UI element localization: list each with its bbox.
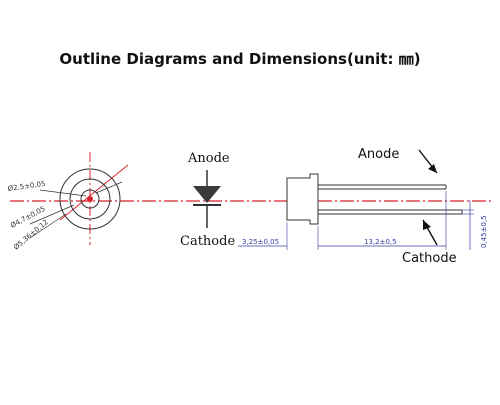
symbol-anode-label: Anode xyxy=(187,151,230,166)
side-anode-label: Anode xyxy=(358,147,399,162)
cathode-arrow-head xyxy=(423,220,431,230)
symbol-cathode-label: Cathode xyxy=(180,234,235,249)
outer-ring xyxy=(59,168,121,230)
dim-label-body-length: 3,25±0,05 xyxy=(242,238,279,246)
inner-ring xyxy=(80,189,100,209)
dim-label-lead-length: 13,2±0,5 xyxy=(364,238,397,246)
side-view: Anode Cathode 3,25±0,05 13,2±0,5 0,45±0,… xyxy=(238,147,488,266)
diagram-title: Outline Diagrams and Dimensions(unit: ㎜) xyxy=(59,50,421,68)
diode-triangle xyxy=(193,186,221,203)
dim-label-lead-spacing: 0,45±0,5 xyxy=(480,215,488,248)
middle-ring xyxy=(69,178,111,220)
center-dot xyxy=(87,196,93,202)
diode-symbol: Anode Cathode xyxy=(180,151,235,249)
leader-line xyxy=(29,204,75,225)
leader-line xyxy=(29,213,67,239)
anode-arrow-head xyxy=(428,164,437,173)
dim-label-inner-diameter: Ø2,5±0,05 xyxy=(7,180,46,193)
leader-line xyxy=(95,181,123,194)
front-view: Ø2,5±0,05 Ø4,7±0,05 Ø5,36±0,12 xyxy=(7,152,129,252)
side-cathode-label: Cathode xyxy=(402,251,457,266)
can-body xyxy=(286,173,319,225)
leader-line xyxy=(39,189,87,197)
front-view-diagonal-axis xyxy=(59,164,129,221)
